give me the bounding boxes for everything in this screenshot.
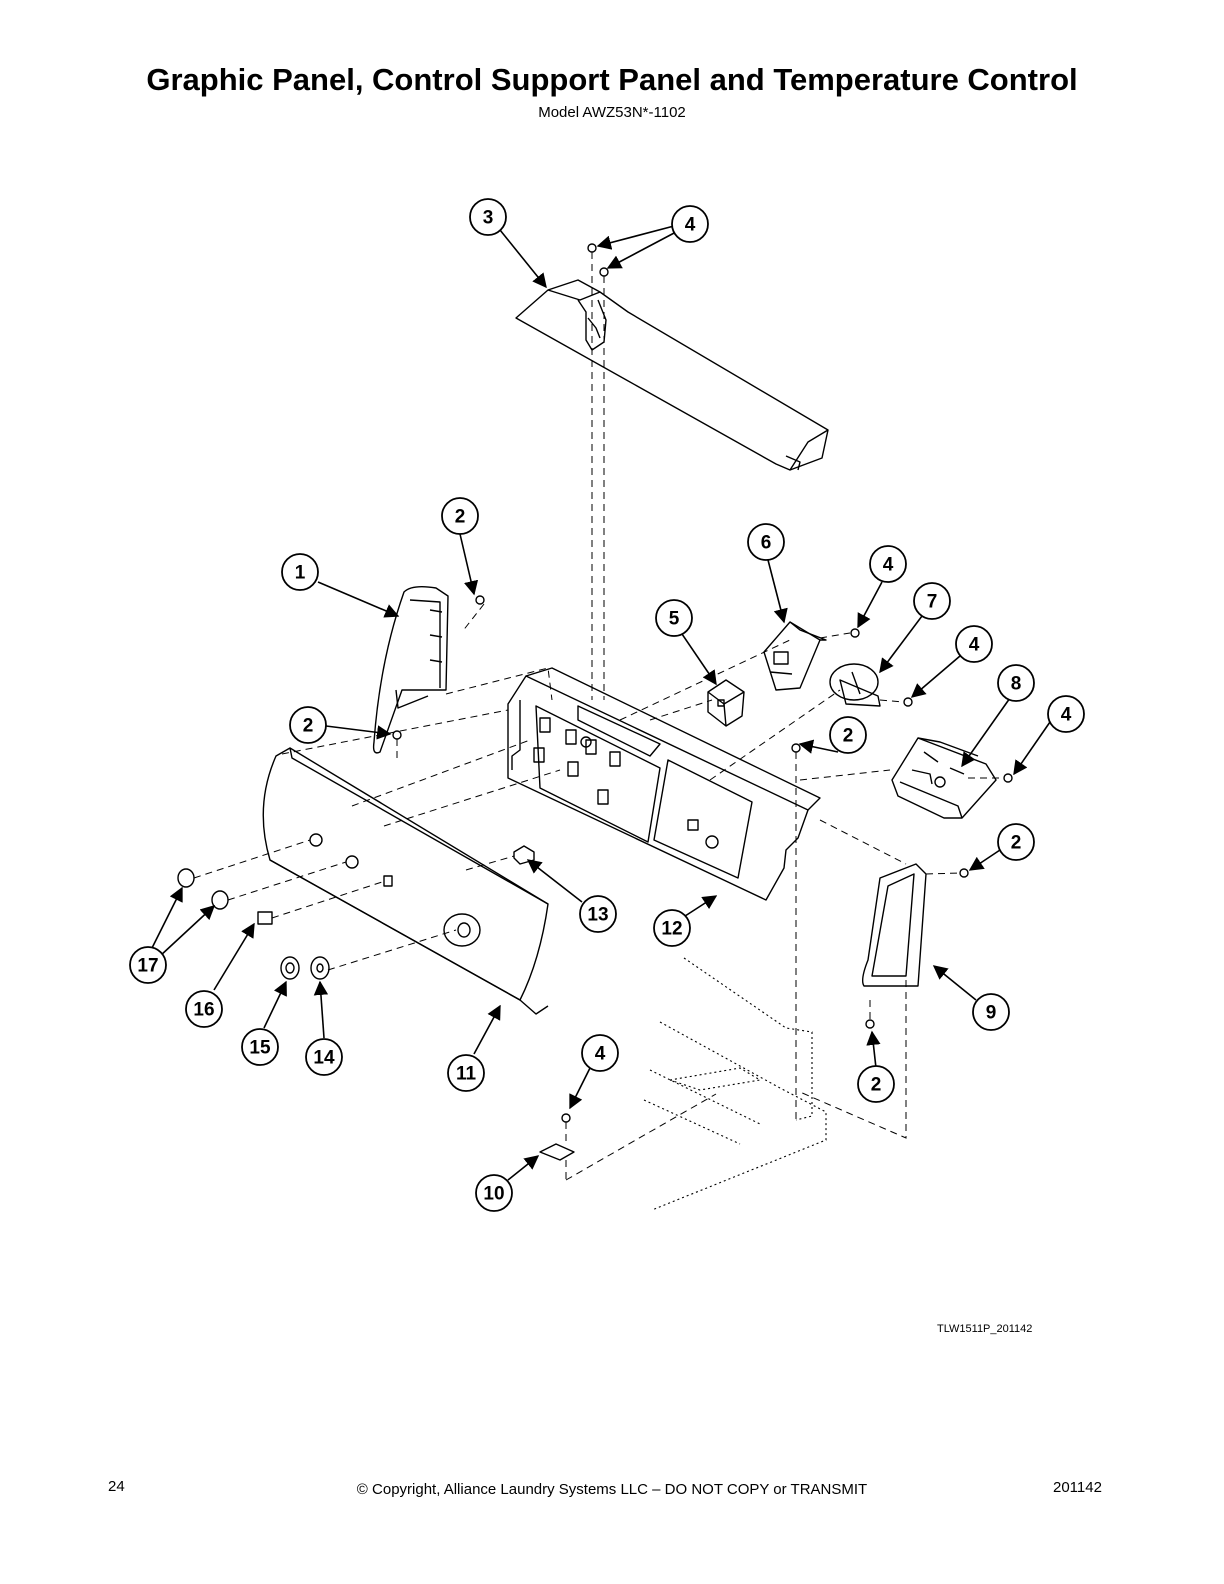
cabinet-outline (643, 957, 827, 1211)
bracket-clip (539, 1143, 575, 1161)
callout-10: 10 (483, 1184, 504, 1205)
knobs (177, 868, 229, 910)
control-board (763, 621, 827, 691)
callout-balloon (671, 205, 709, 243)
control-support-panel (507, 667, 821, 901)
callout-balloon (1047, 695, 1085, 733)
callout-balloon (129, 946, 167, 984)
callout-4: 4 (969, 635, 980, 656)
screws (392, 243, 1013, 1123)
callout-8: 8 (1011, 674, 1022, 695)
callout-balloon (281, 553, 319, 591)
callout-balloon (447, 1054, 485, 1092)
alignment-lines (193, 252, 1004, 1181)
callout-13: 13 (587, 905, 608, 926)
callout-2: 2 (455, 507, 466, 528)
callout-balloon (997, 823, 1035, 861)
callout-2: 2 (871, 1075, 882, 1096)
callout-balloon (441, 497, 479, 535)
callout-11: 11 (456, 1064, 477, 1085)
revision-code: 201142 (1053, 1479, 1102, 1496)
callout-balloon (581, 1034, 619, 1072)
callout-2: 2 (1011, 833, 1022, 854)
callout-4: 4 (883, 555, 894, 576)
callout-balloon (305, 1038, 343, 1076)
callout-2: 2 (843, 726, 854, 747)
callout-5: 5 (669, 609, 680, 630)
callout-balloon (829, 716, 867, 754)
callout-9: 9 (986, 1003, 997, 1024)
callout-balloon (241, 1028, 279, 1066)
callout-balloon (653, 909, 691, 947)
model-subtitle: Model AWZ53N*-1102 (538, 104, 686, 121)
callout-4: 4 (685, 215, 696, 236)
callout-17: 17 (137, 956, 158, 977)
callout-16: 16 (193, 1000, 214, 1021)
callout-balloon (869, 545, 907, 583)
control-support-cover (515, 279, 829, 471)
callout-balloon (972, 993, 1010, 1031)
callout-4: 4 (1061, 705, 1072, 726)
graphic-panel (262, 747, 549, 1015)
callout-7: 7 (927, 592, 938, 613)
callout-balloon (913, 582, 951, 620)
right-end-cap (861, 863, 927, 987)
indicator-switch (257, 911, 273, 925)
callout-15: 15 (249, 1038, 271, 1059)
callout-1: 1 (295, 563, 306, 584)
callout-balloon (997, 664, 1035, 702)
callout-balloon (655, 599, 693, 637)
callout-balloon (747, 523, 785, 561)
callout-balloon (857, 1065, 895, 1103)
page-title: Graphic Panel, Control Support Panel and… (146, 62, 1078, 97)
callout-12: 12 (661, 919, 682, 940)
push-button-switch (513, 845, 535, 865)
cycle-switch (707, 679, 745, 727)
knob-and-washer (280, 956, 330, 980)
leader-arrows (151, 225, 1051, 1181)
drawing-code: TLW1511P_201142 (937, 1323, 1033, 1335)
left-end-cap (372, 585, 449, 754)
callout-balloon (955, 625, 993, 663)
callout-balloon (469, 198, 507, 236)
callout-balloon (185, 990, 223, 1028)
callout-balloon (579, 895, 617, 933)
copyright-notice: © Copyright, Alliance Laundry Systems LL… (356, 1481, 868, 1498)
page-number: 24 (108, 1478, 125, 1495)
callout-14: 14 (313, 1048, 335, 1069)
callout-2: 2 (303, 716, 314, 737)
callout-balloon (475, 1174, 513, 1212)
callout-balloon (289, 706, 327, 744)
callout-6: 6 (761, 533, 772, 554)
callout-3: 3 (483, 208, 494, 229)
callout-4: 4 (595, 1044, 606, 1065)
callout-balloons (129, 198, 1085, 1212)
temperature-switch (829, 663, 881, 707)
